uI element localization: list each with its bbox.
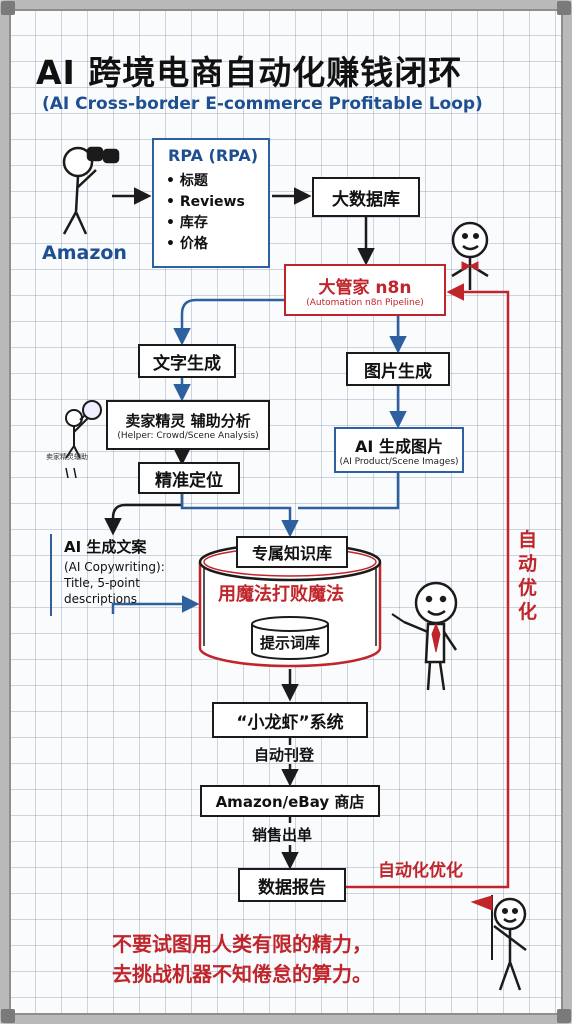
- flag-figure-icon: [470, 895, 527, 991]
- copywriting-line-2: Title, 5-point: [64, 576, 140, 590]
- pipeline-box: 大管家 n8n (Automation n8n Pipeline): [284, 264, 446, 316]
- copywriting-label: AI 生成文案: [64, 538, 147, 556]
- pipeline-sub: (Automation n8n Pipeline): [306, 297, 424, 308]
- arrow-positioning-knowledge: [180, 493, 299, 538]
- copywriting-line-1: (AI Copywriting):: [64, 560, 165, 574]
- copywriting-line-3: descriptions: [64, 592, 137, 606]
- knowledge-cylinder: [198, 542, 382, 668]
- rpa-item-price: • 价格: [166, 236, 208, 252]
- text-gen-box: 文字生成: [138, 344, 236, 378]
- stores-label: Amazon/eBay 商店: [215, 792, 365, 811]
- motto-line-2: 去挑战机器不知倦怠的算力。: [112, 962, 372, 986]
- line-aiimages-knowledge: [298, 472, 400, 510]
- helper-doodle-label: 卖家精灵辅助: [46, 453, 88, 461]
- database-box: 大数据库: [312, 177, 420, 217]
- arrow-feedback-loop: [346, 283, 510, 889]
- frame-corner: [1, 1009, 15, 1023]
- rpa-item-title: • 标题: [166, 173, 208, 189]
- ai-images-sub: (AI Product/Scene Images): [339, 457, 459, 467]
- helper-box: 卖家精灵 辅助分析 (Helper: Crowd/Scene Analysis): [106, 400, 270, 450]
- arrow-copywriting-knowledge: [111, 595, 200, 614]
- image-gen-box: 图片生成: [346, 352, 450, 386]
- presenter-figure-icon: [391, 581, 458, 691]
- bowtie-figure-icon: [451, 221, 489, 290]
- page-subtitle: (AI Cross-border E-commerce Profitable L…: [42, 94, 483, 114]
- frame-corner: [557, 1009, 571, 1023]
- rpa-box: RPA (RPA) • 标题 • Reviews • 库存 • 价格: [152, 138, 270, 268]
- arrow-pipeline-textgen: [173, 298, 368, 346]
- positioning-label: 精准定位: [155, 470, 223, 491]
- positioning-box: 精准定位: [138, 462, 240, 494]
- text-gen-label: 文字生成: [153, 353, 221, 374]
- automation-optimize-label: 自动化优化: [378, 861, 463, 881]
- helper-label: 卖家精灵 辅助分析: [125, 411, 251, 430]
- page-title: AI 跨境电商自动化赚钱闭环: [36, 53, 463, 92]
- copywriting-block: AI 生成文案 (AI Copywriting): Title, 5-point…: [50, 534, 180, 616]
- arrow-positioning-copywriting: [104, 493, 184, 536]
- system-box: “小龙虾”系统: [212, 702, 368, 738]
- amazon-label: Amazon: [42, 242, 127, 264]
- ai-images-box: AI 生成图片 (AI Product/Scene Images): [334, 427, 464, 473]
- prompt-library-label: 提示词库: [260, 634, 321, 652]
- system-label: “小龙虾”系统: [236, 712, 344, 733]
- pipeline-label: 大管家 n8n: [318, 277, 412, 298]
- binocular-figure-icon: [62, 146, 120, 235]
- knowledge-label: 专属知识库: [251, 544, 332, 563]
- knowledge-label-box: 专属知识库: [236, 536, 348, 568]
- rpa-item-reviews: • Reviews: [166, 194, 245, 210]
- report-box: 数据报告: [238, 868, 346, 902]
- helper-sub: (Helper: Crowd/Scene Analysis): [117, 430, 259, 441]
- database-label: 大数据库: [332, 189, 400, 210]
- frame-corner: [1, 1, 15, 15]
- auto-list-label: 自动刊登: [254, 746, 315, 764]
- sales-label: 销售出单: [252, 826, 313, 844]
- knowledge-slogan: 用魔法打败魔法: [218, 584, 344, 605]
- motto-line-1: 不要试图用人类有限的精力，: [112, 932, 372, 956]
- magnifier-figure-icon: [65, 400, 102, 479]
- frame-corner: [557, 1, 571, 15]
- rpa-title: RPA (RPA): [168, 146, 259, 165]
- report-label: 数据报告: [258, 877, 326, 898]
- auto-optimize-label: 自动优化: [518, 529, 538, 623]
- ai-images-label: AI 生成图片: [355, 437, 443, 456]
- stores-box: Amazon/eBay 商店: [200, 785, 380, 817]
- rpa-item-inventory: • 库存: [166, 215, 208, 231]
- image-gen-label: 图片生成: [364, 361, 432, 382]
